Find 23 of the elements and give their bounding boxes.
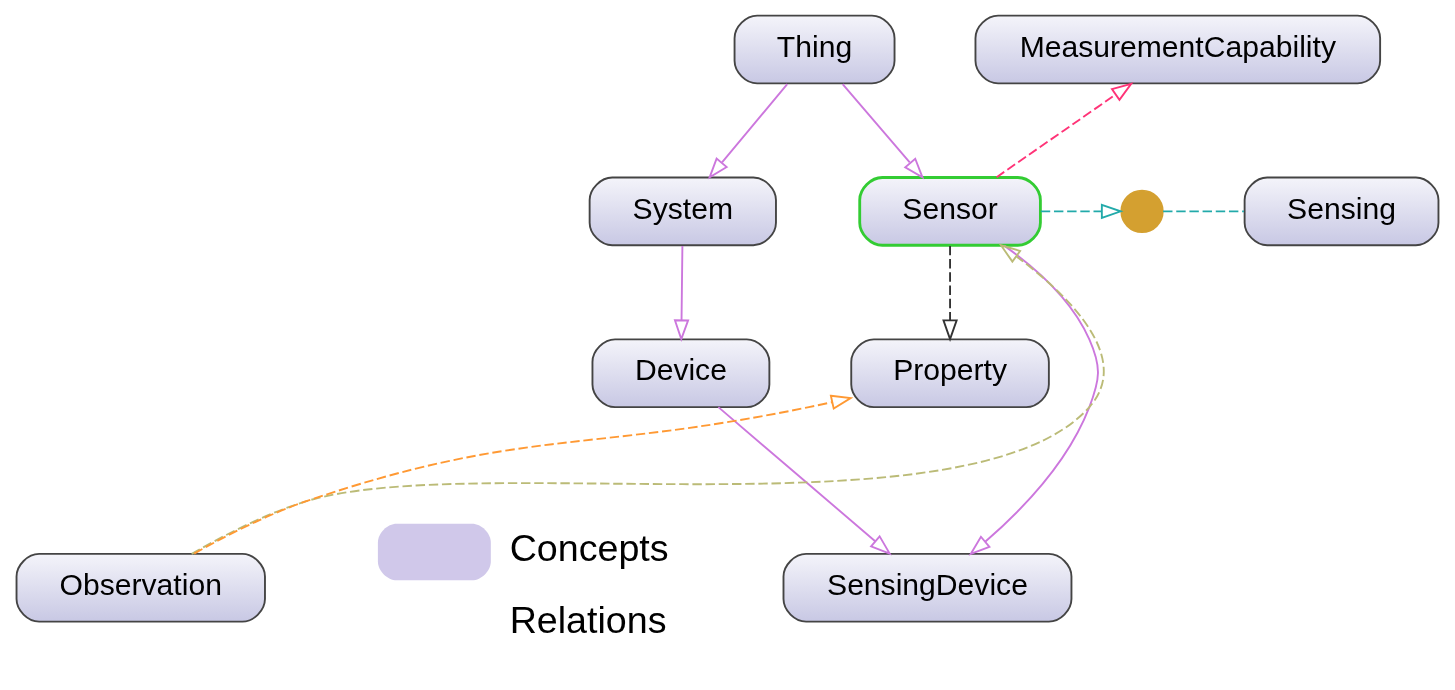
arrow xyxy=(968,244,1099,556)
node-box: Observation xyxy=(15,552,266,623)
node-box: SensingDevice xyxy=(782,552,1073,623)
arrow xyxy=(707,83,789,180)
arrow xyxy=(942,245,958,342)
arrow xyxy=(190,243,1105,555)
node-box: Sensor xyxy=(858,176,1042,247)
legend-label: Concepts xyxy=(509,527,669,570)
node-box: Device xyxy=(591,338,771,409)
arrow xyxy=(673,245,690,342)
node-box: Property xyxy=(850,338,1050,409)
node-circle xyxy=(1120,189,1164,233)
node-box: Thing xyxy=(733,14,896,85)
arrow xyxy=(841,83,925,180)
node-box: MeasurementCapability xyxy=(974,14,1382,85)
node-box: System xyxy=(588,176,777,247)
legend-label: Relations xyxy=(509,598,667,641)
connector xyxy=(1162,210,1245,213)
node-box: Sensing xyxy=(1243,176,1440,247)
arrow xyxy=(717,406,892,556)
arrow xyxy=(995,82,1134,179)
arrow xyxy=(1039,203,1124,220)
arrow xyxy=(193,394,854,555)
